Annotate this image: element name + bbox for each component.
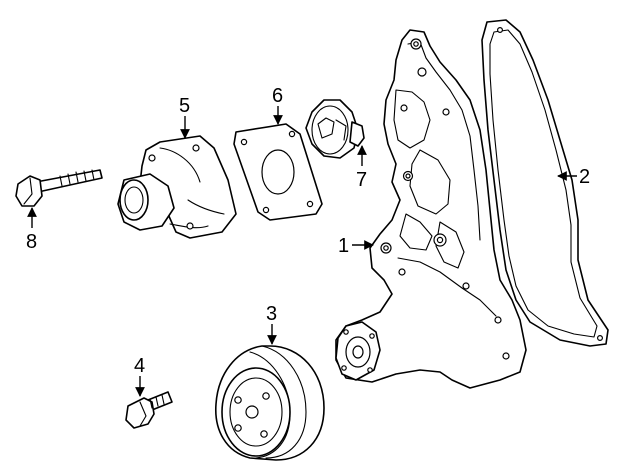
part-7-thermostat[interactable]	[305, 99, 365, 159]
callout-label-6: 6	[272, 85, 283, 107]
callout-1: 1	[338, 235, 374, 257]
part-2-pump-gasket[interactable]	[481, 19, 609, 347]
callout-label-7: 7	[356, 169, 367, 191]
callout-label-3: 3	[266, 303, 277, 325]
callout-label-5: 5	[179, 95, 190, 117]
callout-3: 3	[266, 303, 277, 345]
part-3-pulley[interactable]	[215, 345, 325, 461]
part-6-thermostat-gasket[interactable]	[233, 123, 323, 221]
part-5-thermostat-housing[interactable]	[117, 135, 237, 239]
callout-label-1: 1	[338, 235, 349, 257]
callout-8: 8	[26, 207, 37, 253]
part-8-housing-bolt[interactable]	[15, 169, 103, 207]
callout-5: 5	[179, 95, 190, 139]
callout-label-2: 2	[579, 166, 590, 188]
callout-6: 6	[272, 85, 283, 125]
callout-label-8: 8	[26, 231, 37, 253]
part-1-water-pump[interactable]	[335, 29, 527, 389]
part-4-pulley-bolt[interactable]	[125, 391, 173, 429]
callout-7: 7	[356, 145, 367, 191]
callout-4: 4	[134, 355, 145, 397]
callout-2: 2	[557, 166, 590, 188]
callout-label-4: 4	[134, 355, 145, 377]
